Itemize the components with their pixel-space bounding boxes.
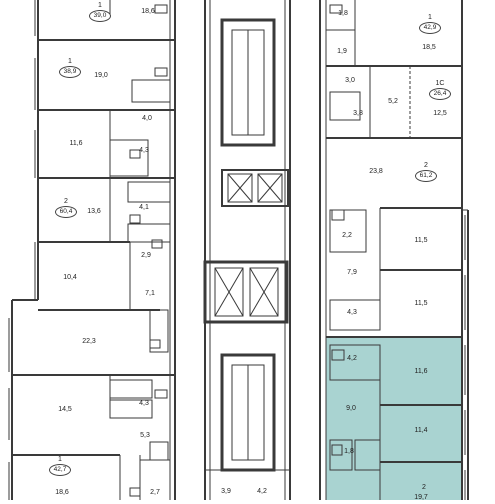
room-area: 18,6 <box>141 8 155 15</box>
room-area: 12,5 <box>433 110 447 117</box>
apartment-rooms: 2 <box>64 198 68 205</box>
apartment-rooms: 1 <box>428 14 432 21</box>
room-area: 4,2 <box>257 488 267 495</box>
selected-apartment-area[interactable] <box>326 337 462 500</box>
apartment-area: 61,2 <box>415 170 437 182</box>
room-area: 4,3 <box>347 309 357 316</box>
apartment-badge[interactable]: 1 42,7 <box>49 456 71 476</box>
room-area: 3,0 <box>345 77 355 84</box>
room-area: 14,5 <box>58 406 72 413</box>
apartment-rooms: 2 <box>422 484 426 491</box>
apartment-area: 42,7 <box>49 464 71 476</box>
room-area: 1,8 <box>338 10 348 17</box>
room-area: 5,3 <box>140 432 150 439</box>
apartment-area: 42,9 <box>419 22 441 34</box>
apartment-badge[interactable]: 1 39,0 <box>89 2 111 22</box>
room-area: 11,6 <box>69 140 83 147</box>
apartment-rooms: 1 <box>68 58 72 65</box>
room-area: 4,3 <box>139 400 149 407</box>
room-area: 3,8 <box>353 110 363 117</box>
room-area: 2,7 <box>150 489 160 496</box>
apartment-rooms: 1С <box>435 80 445 87</box>
room-area: 10,4 <box>63 274 77 281</box>
room-area: 5,2 <box>388 98 398 105</box>
room-area: 7,1 <box>145 290 155 297</box>
apartment-area: 26,4 <box>429 88 451 100</box>
room-area: 19,7 <box>414 494 428 501</box>
room-area: 4,2 <box>347 355 357 362</box>
room-area: 4,3 <box>139 147 149 154</box>
room-area: 11,6 <box>414 368 428 375</box>
apartment-area: 38,9 <box>59 66 81 78</box>
apartment-rooms: 1 <box>98 2 102 9</box>
room-area: 2,9 <box>141 252 151 259</box>
room-area: 4,0 <box>142 115 152 122</box>
room-area: 19,0 <box>94 72 108 79</box>
room-area: 1,8 <box>344 448 354 455</box>
room-area: 9,0 <box>346 405 356 412</box>
apartment-badge[interactable]: 1 42,9 <box>419 14 441 34</box>
apartment-area: 39,0 <box>89 10 111 22</box>
room-area: 11,4 <box>414 427 428 434</box>
room-area: 18,5 <box>422 44 436 51</box>
room-area: 11,5 <box>414 237 428 244</box>
room-area: 11,5 <box>414 300 428 307</box>
room-area: 23,8 <box>369 168 383 175</box>
apartment-area: 60,4 <box>55 206 77 218</box>
room-area: 4,1 <box>139 204 149 211</box>
room-area: 3,9 <box>221 488 231 495</box>
room-area: 2,2 <box>342 232 352 239</box>
apartment-badge[interactable]: 2 <box>413 484 435 504</box>
apartment-badge[interactable]: 2 60,4 <box>55 198 77 218</box>
room-area: 13,6 <box>87 208 101 215</box>
room-area: 22,3 <box>82 338 96 345</box>
apartment-badge[interactable]: 1 38,9 <box>59 58 81 78</box>
apartment-badge[interactable]: 1С 26,4 <box>429 80 451 100</box>
room-area: 1,9 <box>337 48 347 55</box>
apartment-rooms: 1 <box>58 456 62 463</box>
room-area: 7,9 <box>347 269 357 276</box>
room-area: 18,6 <box>55 489 69 496</box>
apartment-rooms: 2 <box>424 162 428 169</box>
apartment-badge[interactable]: 2 61,2 <box>415 162 437 182</box>
